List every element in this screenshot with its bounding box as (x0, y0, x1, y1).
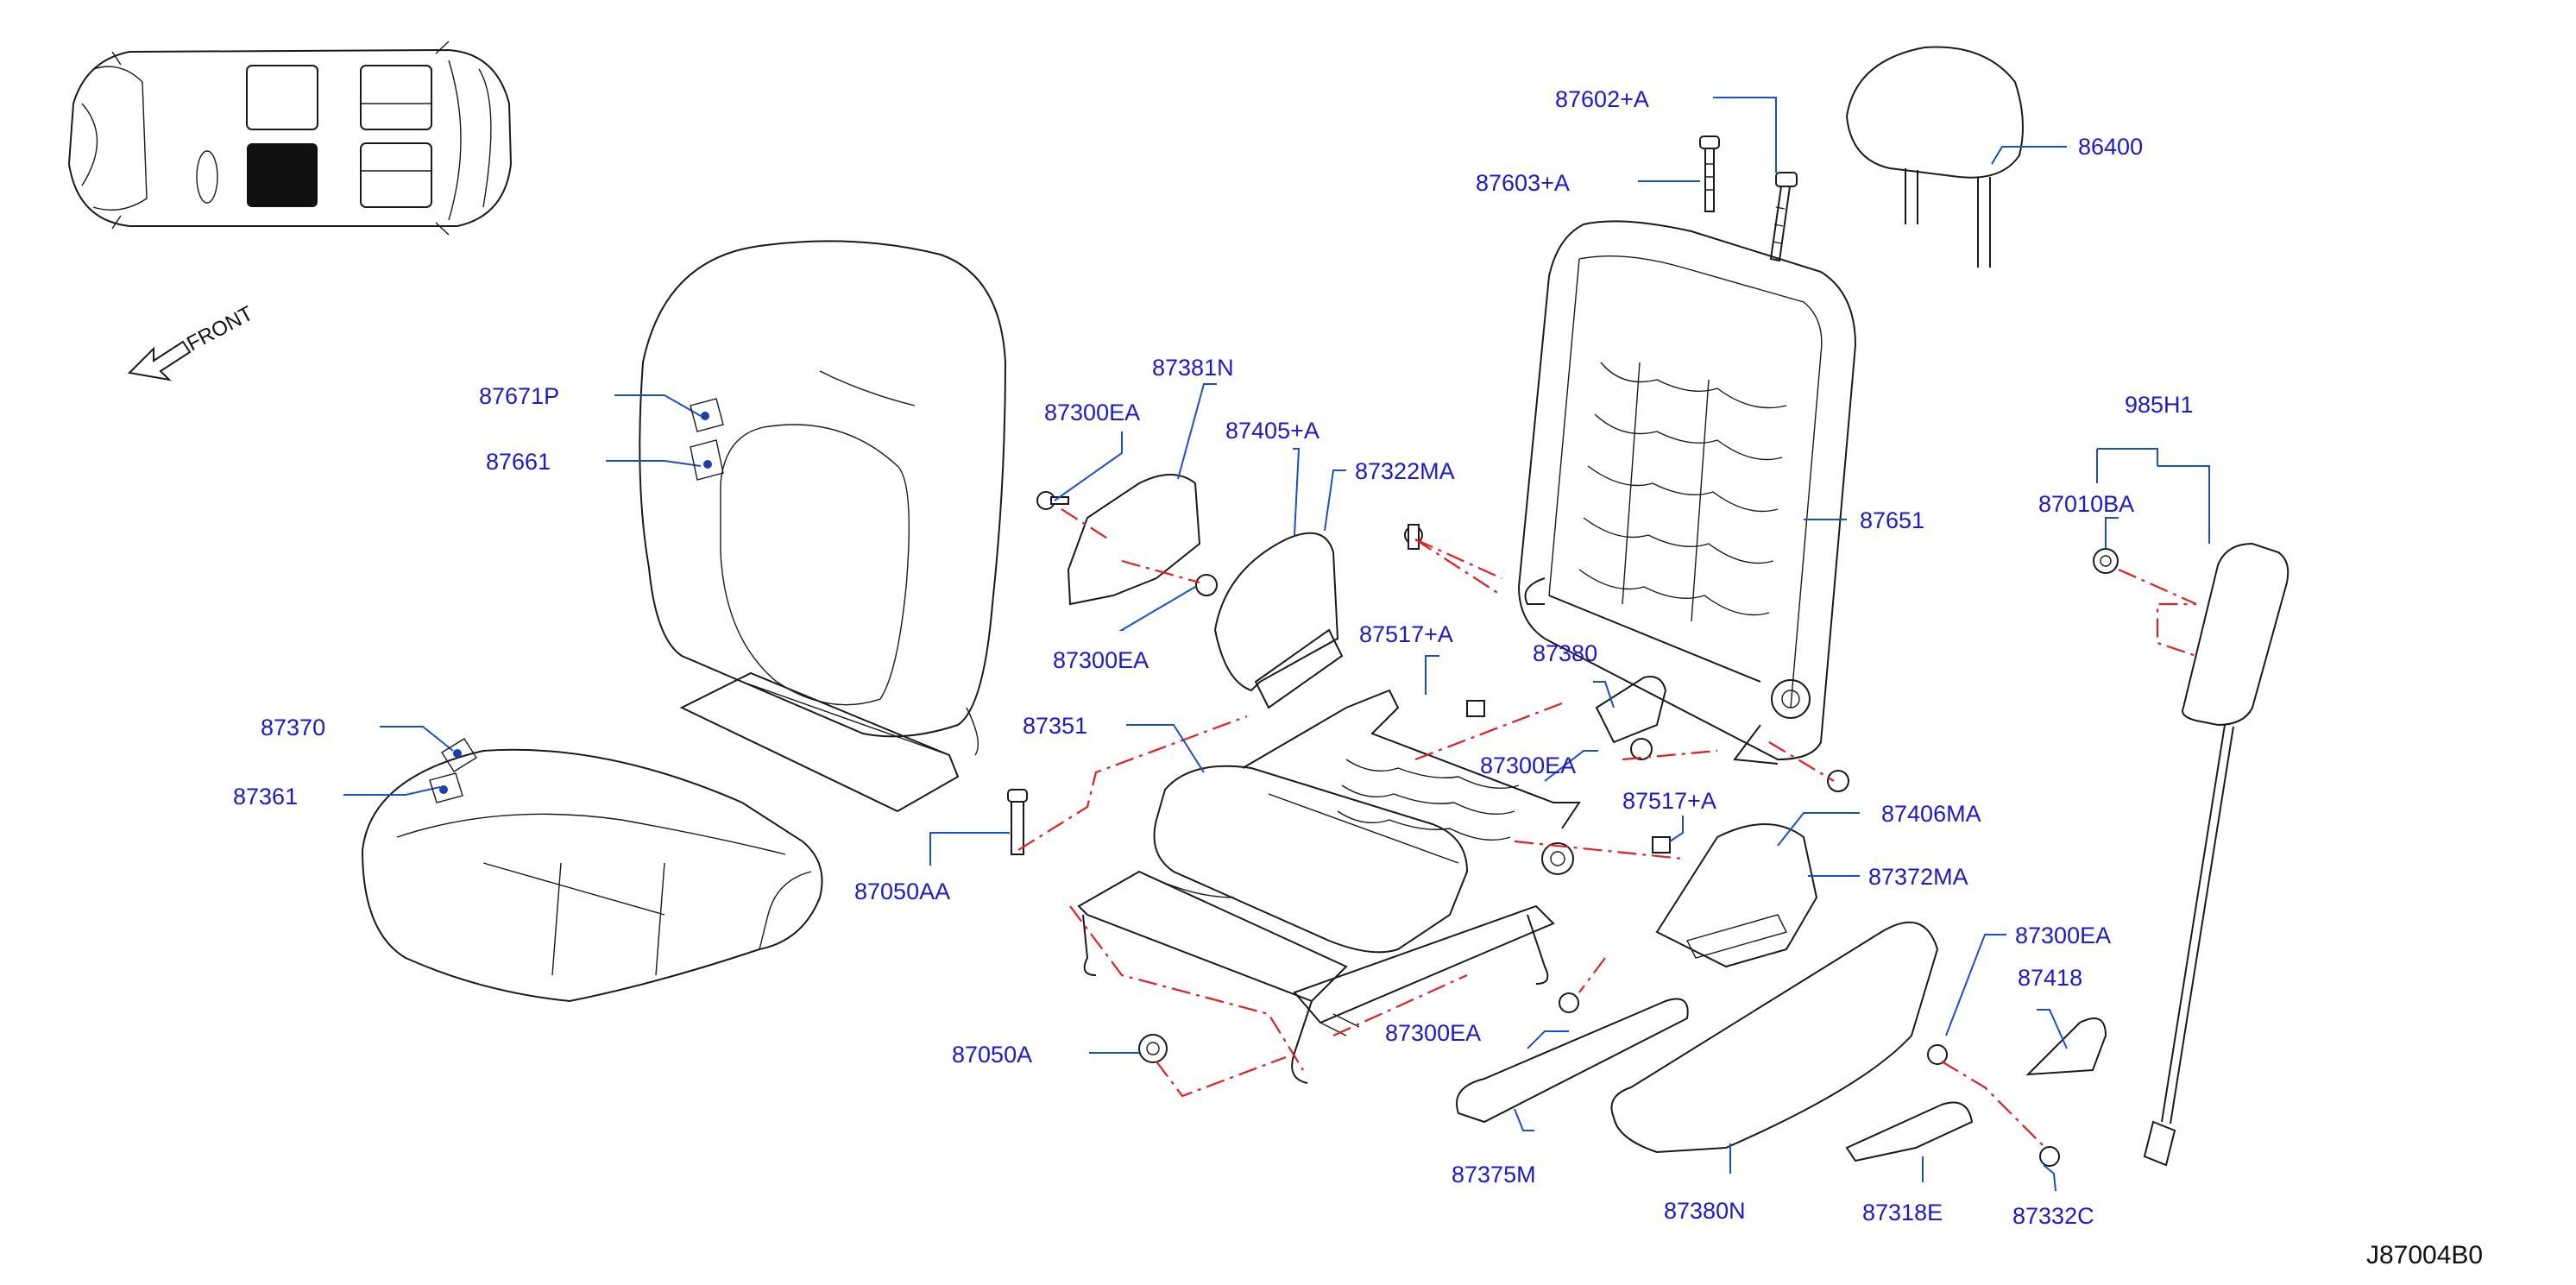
part-label-87381n: 87381N (1152, 355, 1234, 381)
part-label-87372ma: 87372MA (1868, 864, 1968, 890)
part-label-86400: 86400 (2078, 134, 2143, 160)
cover-87380-drawing (1595, 676, 1667, 744)
bracket-87381n-drawing (1067, 474, 1201, 606)
part-label-87603a: 87603+A (1476, 170, 1570, 196)
part-label-87418: 87418 (2018, 965, 2082, 991)
part-label-87370: 87370 (261, 715, 325, 740)
seat-frame-drawing (1077, 689, 1581, 1084)
part-label-87322ma: 87322MA (1355, 458, 1455, 484)
diagram-code: J87004B0 (2366, 1241, 2483, 1269)
part-label-985h1: 985H1 (2125, 392, 2194, 418)
part-label-87380n: 87380N (1664, 1198, 1746, 1224)
part-label-87651: 87651 (1860, 507, 1924, 533)
headrest-guide-drawing (1699, 135, 1798, 262)
vent-87372ma-drawing (1685, 914, 1788, 959)
seatback-cushion-drawing (639, 240, 1007, 813)
part-label-87375m: 87375M (1452, 1162, 1536, 1187)
part-label-87050a: 87050A (952, 1042, 1032, 1068)
seat-cushion-drawing (361, 748, 823, 1003)
cover-87418-drawing (2025, 1017, 2107, 1076)
part-label-87671p: 87671P (479, 383, 559, 409)
part-label-87405a: 87405+A (1225, 418, 1319, 444)
part-label-87361: 87361 (233, 784, 298, 809)
label-location-markers (429, 398, 724, 803)
airbag-module-drawing (2143, 542, 2289, 1167)
part-label-87318e: 87318E (1862, 1200, 1943, 1225)
fastener-parts-drawing (1007, 491, 2119, 1167)
part-label-87661: 87661 (486, 449, 551, 475)
part-label-87050aa: 87050AA (854, 879, 950, 904)
part-label-87380: 87380 (1533, 640, 1597, 666)
vehicle-locator-icon (67, 41, 513, 236)
part-label-87332c: 87332C (2012, 1203, 2094, 1229)
part-label-87406ma: 87406MA (1881, 801, 1981, 827)
part-label-87517a-1: 87517+A (1359, 621, 1453, 647)
knob-87318e-drawing (1845, 1101, 1974, 1162)
part-label-87300ea-2: 87300EA (1053, 647, 1149, 673)
part-label-87300ea-1: 87300EA (1044, 400, 1140, 425)
part-label-87300ea-4: 87300EA (2015, 923, 2111, 948)
part-label-87300ea-5: 87300EA (1385, 1020, 1481, 1046)
cover-87406ma-drawing (1655, 823, 1818, 968)
part-label-87300ea-3: 87300EA (1480, 753, 1576, 778)
front-arrow-icon (127, 340, 192, 381)
leader-lines (343, 97, 2210, 1192)
assembly-chain-lines (1017, 508, 2197, 1149)
part-label-87010ba: 87010BA (2038, 491, 2134, 517)
seatback-frame-drawing (1517, 220, 1857, 765)
part-label-87351: 87351 (1023, 713, 1087, 739)
part-87322ma-drawing (1254, 628, 1344, 709)
headrest-drawing (1845, 46, 2024, 268)
finisher-87375m-drawing (1456, 998, 1689, 1124)
part-label-87602a: 87602+A (1555, 86, 1649, 112)
part-label-87517a-2: 87517+A (1622, 788, 1716, 814)
front-direction-label: FRONT (183, 301, 257, 356)
finisher-87380n-drawing (1610, 921, 1939, 1154)
highlighted-seat-marker (247, 143, 318, 207)
cover-87405a-drawing (1213, 532, 1339, 692)
